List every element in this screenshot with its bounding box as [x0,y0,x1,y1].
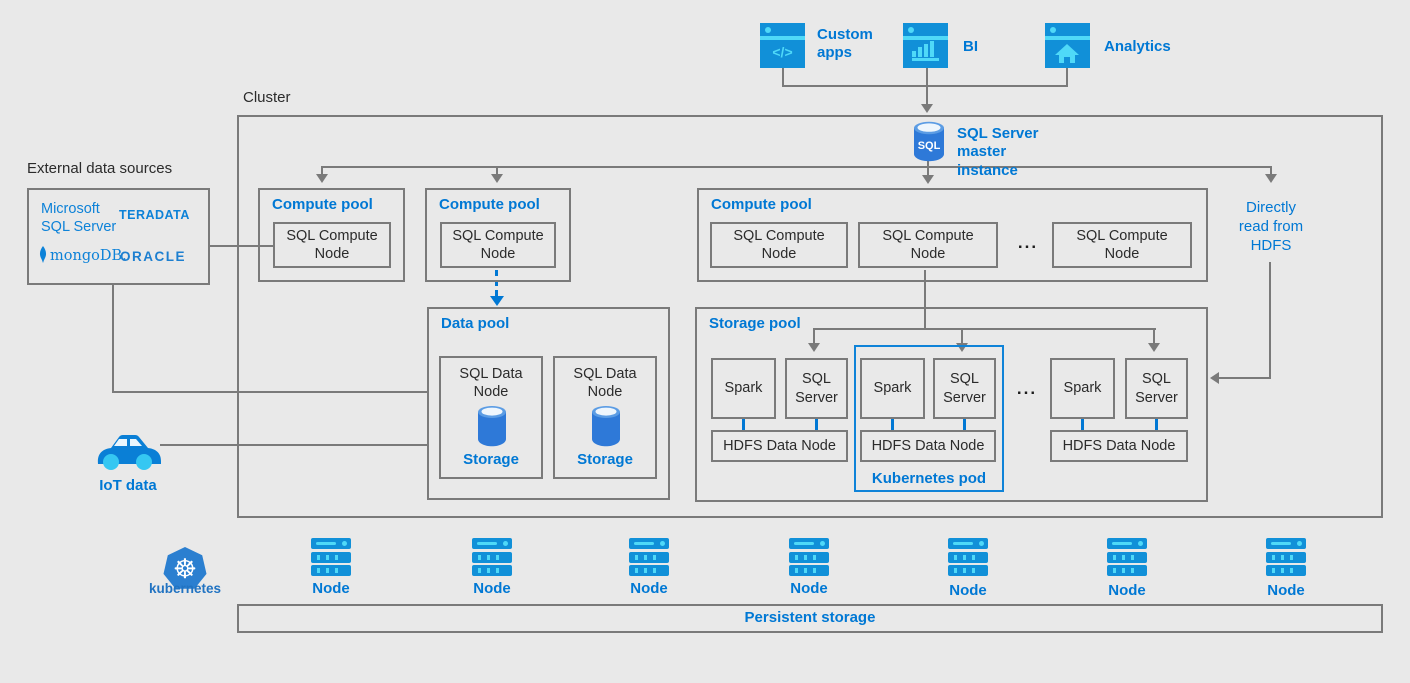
server-node-icon [629,538,669,576]
server-node-icon [472,538,512,576]
connector-apps-to-cluster [926,85,928,104]
connector-spark-hdfs [1081,419,1084,430]
storage-pool-title: Storage pool [709,315,801,332]
sql-compute-node: SQL Compute Node [1052,222,1192,268]
kubernetes-wheel-glyph: ☸ [173,554,197,584]
sql-compute-node: SQL Compute Node [858,222,998,268]
oracle-logo: ORACLE [120,249,186,264]
teradata-logo: TERADATA [119,208,190,222]
persistent-storage-label: Persistent storage [745,609,876,627]
storage-cylinder-icon [476,405,508,447]
arrowhead-apps-to-cluster [921,104,933,113]
window-titlebar-icon [1045,36,1090,40]
hdfs-data-node: HDFS Data Node [1050,430,1188,462]
connector-apps-join [782,85,1068,87]
compute-pool-3: Compute pool SQL Compute Node SQL Comput… [697,188,1208,282]
spark-node: Spark [860,358,925,419]
sql-compute-node: SQL Compute Node [710,222,848,268]
node-label: Node [1097,582,1157,599]
node-label: Node [462,580,522,597]
window-dot-icon [1050,27,1056,33]
compute-pool-2-title: Compute pool [439,196,540,213]
sql-data-node: SQL Data Node Storage [553,356,657,479]
sql-cylinder-text: SQL [918,140,941,152]
connector-bi-stub [926,68,928,85]
kubernetes-pod-label: Kubernetes pod [856,470,1002,487]
node-label: Node [779,580,839,597]
compute-pool-1-title: Compute pool [272,196,373,213]
sql-compute-node: SQL Compute Node [440,222,556,268]
directly-read-hdfs-label: Directly read from HDFS [1229,198,1313,256]
mongodb-logo: mongoDB. [50,248,127,264]
window-dot-icon [765,27,771,33]
connector-external-down [112,285,114,393]
storage-label: Storage [555,451,655,468]
custom-apps-icon: </> [760,23,805,68]
node-label: Node [619,580,679,597]
persistent-storage-bar: Persistent storage [237,604,1383,633]
window-dot-icon [908,27,914,33]
bi-label: BI [963,38,978,56]
node-label: Node [1256,582,1316,599]
data-pool-title: Data pool [441,315,509,332]
sql-data-node: SQL Data Node Storage [439,356,543,479]
bar-chart-glyph-icon [912,41,939,61]
storage-cylinder-icon [590,405,622,447]
server-node-icon [948,538,988,576]
connector-sqlserver-hdfs [963,419,966,430]
sql-server-node: SQL Server [785,358,848,419]
mongodb-leaf-icon [38,246,48,263]
storage-pool: Storage pool Kubernetes pod Spark SQL Se… [695,307,1208,502]
node-label: Node [301,580,361,597]
connector-spark-hdfs [742,419,745,430]
compute-pool-3-title: Compute pool [711,196,812,213]
sql-server-node: SQL Server [1125,358,1188,419]
data-pool: Data pool SQL Data Node Storage SQL Data… [427,307,670,500]
compute-pool-1: Compute pool SQL Compute Node [258,188,405,282]
external-sources-label: External data sources [27,160,172,178]
external-sources-box: Microsoft SQL Server TERADATA mongoDB. O… [27,188,210,285]
window-titlebar-icon [760,36,805,40]
analytics-icon [1045,23,1090,68]
connector-analytics-stub [1066,68,1068,85]
hdfs-data-node: HDFS Data Node [711,430,848,462]
window-titlebar-icon [903,36,948,40]
connector-sqlserver-hdfs [815,419,818,430]
server-node-icon [311,538,351,576]
storage-pool-ellipsis: ... [1009,358,1045,419]
compute-pool-ellipsis: ... [1006,222,1050,264]
spark-node: Spark [711,358,776,419]
connector-spark-hdfs [891,419,894,430]
server-node-icon [789,538,829,576]
connector-customapps-stub [782,68,784,85]
sql-server-node: SQL Server [933,358,996,419]
iot-data-label: IoT data [92,477,164,495]
server-node-icon [1107,538,1147,576]
kubernetes-label: kubernetes [137,581,233,596]
master-instance-label: SQL Server master instance [957,125,1069,180]
connector-sqlserver-hdfs [1155,419,1158,430]
home-glyph-icon [1055,44,1079,63]
compute-pool-2: Compute pool SQL Compute Node [425,188,571,282]
code-glyph-icon: </> [760,44,805,60]
bi-icon [903,23,948,68]
sql-database-icon: SQL [911,121,947,162]
microsoft-sql-server-logo: Microsoft SQL Server [41,200,121,236]
node-label: Node [938,582,998,599]
storage-label: Storage [441,451,541,468]
analytics-label: Analytics [1104,38,1171,56]
server-node-icon [1266,538,1306,576]
hdfs-data-node: HDFS Data Node [860,430,996,462]
sql-compute-node: SQL Compute Node [273,222,391,268]
cluster-label: Cluster [243,89,291,107]
custom-apps-label: Custom apps [817,26,887,63]
iot-car-icon [92,420,164,472]
spark-node: Spark [1050,358,1115,419]
